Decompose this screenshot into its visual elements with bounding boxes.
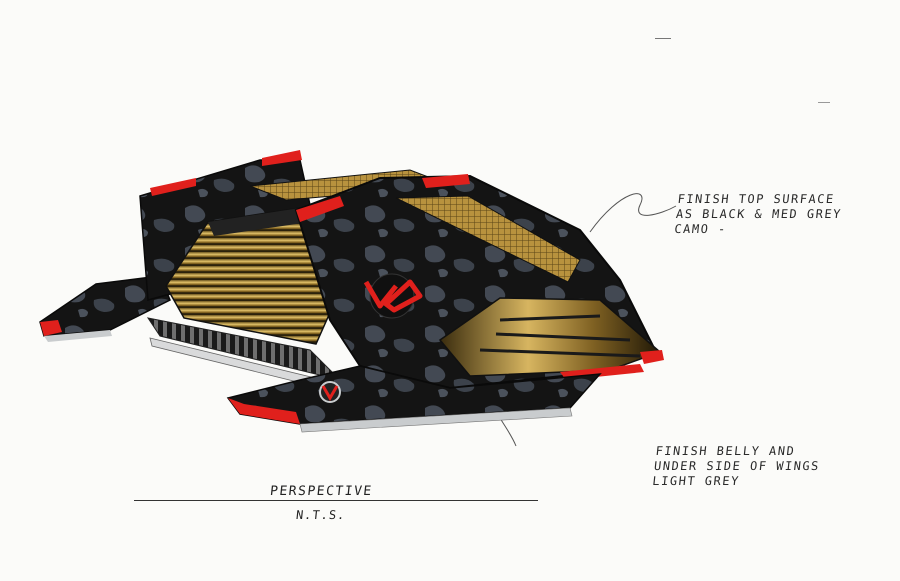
emblem-insignia	[363, 273, 423, 319]
front-wing	[226, 365, 602, 433]
caption-scale-label: N.T.S.	[295, 508, 347, 522]
leader-line-belly	[499, 417, 517, 447]
annotation-belly: FINISH BELLY AND UNDER SIDE OF WINGS LIG…	[651, 444, 821, 488]
emblem-small	[319, 381, 341, 403]
annotation-top-surface: FINISH TOP SURFACE AS BLACK & MED GREY C…	[673, 192, 843, 236]
paper-pencil-mark-2	[818, 102, 830, 103]
paper-pencil-mark	[655, 38, 671, 39]
gold-intake	[165, 207, 341, 345]
left-wing	[39, 275, 171, 342]
leader-line-top	[589, 193, 677, 233]
caption-rule-line	[134, 500, 538, 501]
caption-view-label: PERSPECTIVE	[269, 484, 374, 499]
